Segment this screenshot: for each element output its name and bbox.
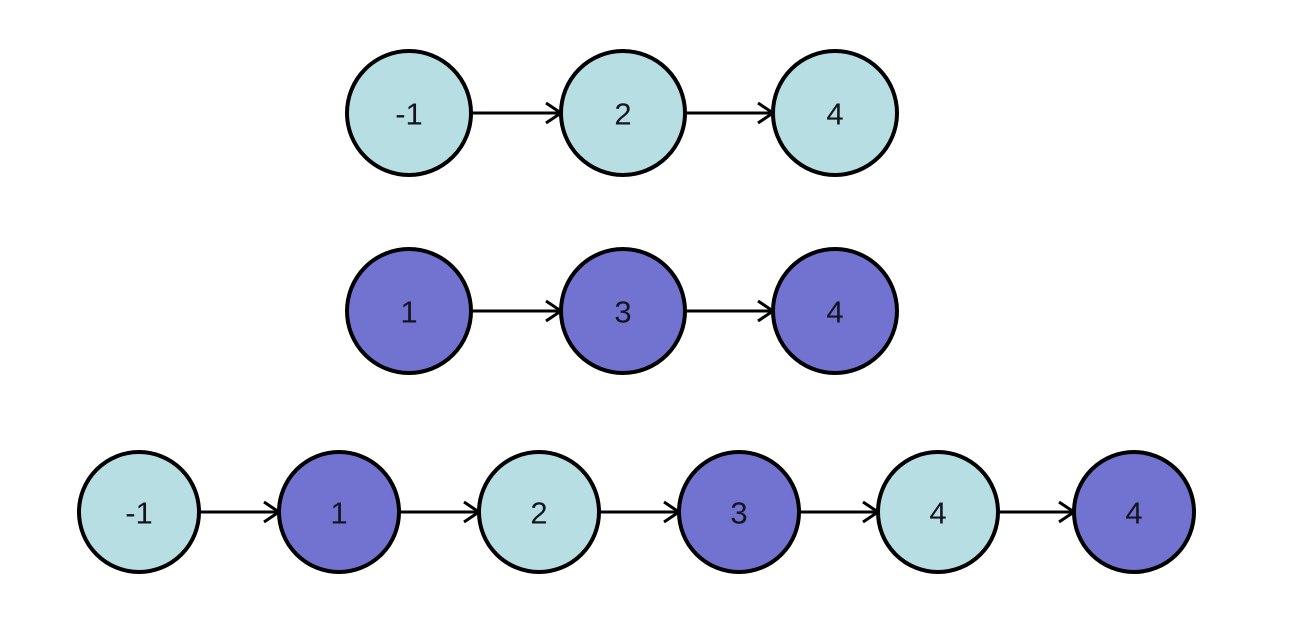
node-circle[interactable]: [345, 49, 473, 177]
node-list-merged-4[interactable]: 4: [876, 450, 1000, 574]
node-circle[interactable]: [277, 450, 401, 574]
node-circle[interactable]: [771, 247, 899, 375]
edge-list-b-0: [471, 299, 564, 323]
edge-list-merged-4: [998, 500, 1077, 524]
node-list-b-1[interactable]: 3: [559, 247, 687, 375]
node-list-merged-5[interactable]: 4: [1072, 450, 1196, 574]
node-circle[interactable]: [559, 49, 687, 177]
node-list-merged-3[interactable]: 3: [677, 450, 801, 574]
edge-list-b-1: [685, 299, 776, 323]
node-list-a-2[interactable]: 4: [771, 49, 899, 177]
edge-list-merged-1: [399, 500, 482, 524]
node-list-merged-2[interactable]: 2: [477, 450, 601, 574]
node-list-merged-1[interactable]: 1: [277, 450, 401, 574]
edge-list-merged-0: [199, 500, 282, 524]
node-circle[interactable]: [1072, 450, 1196, 574]
node-circle[interactable]: [477, 450, 601, 574]
node-circle[interactable]: [677, 450, 801, 574]
edge-list-a-1: [685, 101, 776, 125]
node-list-merged-0[interactable]: -1: [77, 450, 201, 574]
node-list-a-1[interactable]: 2: [559, 49, 687, 177]
node-circle[interactable]: [771, 49, 899, 177]
node-list-b-0[interactable]: 1: [345, 247, 473, 375]
node-circle[interactable]: [876, 450, 1000, 574]
node-list-b-2[interactable]: 4: [771, 247, 899, 375]
edge-list-merged-2: [599, 500, 682, 524]
node-circle[interactable]: [77, 450, 201, 574]
node-list-a-0[interactable]: -1: [345, 49, 473, 177]
node-circle[interactable]: [559, 247, 687, 375]
node-circle[interactable]: [345, 247, 473, 375]
edge-list-merged-3: [799, 500, 881, 524]
edge-list-a-0: [471, 101, 564, 125]
